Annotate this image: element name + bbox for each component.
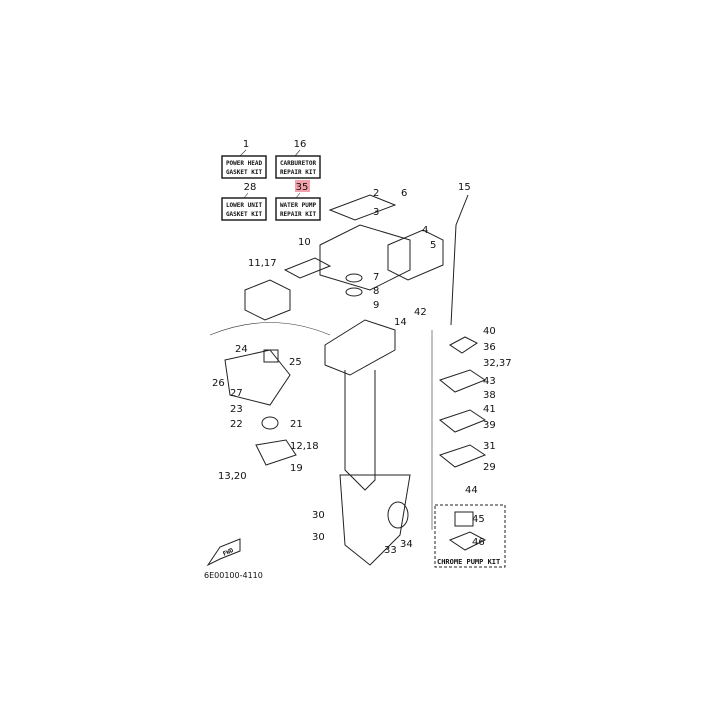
callout: 39 (483, 420, 496, 431)
callout: 12,18 (290, 441, 319, 452)
fwd-arrow-icon: FWD (206, 538, 241, 567)
callout: 19 (290, 463, 303, 474)
callout: 21 (290, 419, 303, 430)
callout: 32,37 (483, 358, 512, 369)
engine-parts-drawing (209, 194, 506, 568)
callout: 15 (458, 182, 471, 193)
callout: 4 (422, 225, 428, 236)
svg-text:WATER PUMP: WATER PUMP (280, 202, 317, 209)
svg-text:35: 35 (296, 182, 309, 193)
callout: 34 (400, 539, 413, 550)
callout: 24 (235, 344, 248, 355)
callout: 29 (483, 462, 496, 473)
callout: 38 (483, 390, 496, 401)
chrome-pump-kit-label: CHROME PUMP KIT (437, 558, 500, 566)
callout: 22 (230, 419, 243, 430)
chrome-pump-kit-box (434, 504, 506, 568)
svg-text:CARBURETOR: CARBURETOR (280, 160, 317, 167)
svg-text:GASKET KIT: GASKET KIT (226, 211, 263, 218)
callout: 30 (312, 510, 325, 521)
callout: 11,17 (248, 258, 277, 269)
callout: 27 (230, 388, 243, 399)
callout: 40 (483, 326, 496, 337)
kit-power-head: 1 POWER HEAD GASKET KIT (221, 139, 267, 179)
callout: 44 (465, 485, 478, 496)
callout: 46 (472, 537, 485, 548)
highlight-marker (295, 180, 310, 192)
callout: 6 (401, 188, 407, 199)
callout: 9 (373, 300, 379, 311)
kit-lower-unit: 28 LOWER UNIT GASKET KIT (221, 182, 267, 221)
callout: 41 (483, 404, 496, 415)
svg-text:POWER HEAD: POWER HEAD (226, 160, 263, 167)
callout: 42 (414, 307, 427, 318)
callout: 43 (483, 376, 496, 387)
callout: 36 (483, 342, 496, 353)
kit-carburetor: 16 CARBURETOR REPAIR KIT (275, 139, 321, 179)
svg-text:REPAIR KIT: REPAIR KIT (280, 169, 317, 176)
kit-water-pump[interactable]: 35 WATER PUMP REPAIR KIT (275, 180, 321, 221)
svg-text:16: 16 (294, 139, 307, 150)
callout: 30 (312, 532, 325, 543)
callout: 2 (373, 188, 379, 199)
callout: 5 (430, 240, 436, 251)
svg-text:LOWER UNIT: LOWER UNIT (226, 202, 263, 209)
callout: 13,20 (218, 471, 247, 482)
callout: 31 (483, 441, 496, 452)
diagram-code: 6E00100-4110 (204, 571, 263, 580)
callout: 23 (230, 404, 243, 415)
svg-text:28: 28 (244, 182, 257, 193)
callouts: 2 3 6 15 10 4 5 11,17 7 8 9 42 14 40 36 … (212, 182, 512, 556)
callout: 8 (373, 286, 379, 297)
callout: 45 (472, 514, 485, 525)
svg-text:FWD: FWD (222, 547, 235, 558)
svg-text:GASKET KIT: GASKET KIT (226, 169, 263, 176)
callout: 33 (384, 545, 397, 556)
callout: 25 (289, 357, 302, 368)
callout: 3 (373, 207, 379, 218)
callout: 7 (373, 272, 379, 283)
svg-text:1: 1 (243, 139, 249, 150)
callout: 14 (394, 317, 407, 328)
callout: 26 (212, 378, 225, 389)
callout: 10 (298, 237, 311, 248)
svg-text:REPAIR KIT: REPAIR KIT (280, 211, 317, 218)
